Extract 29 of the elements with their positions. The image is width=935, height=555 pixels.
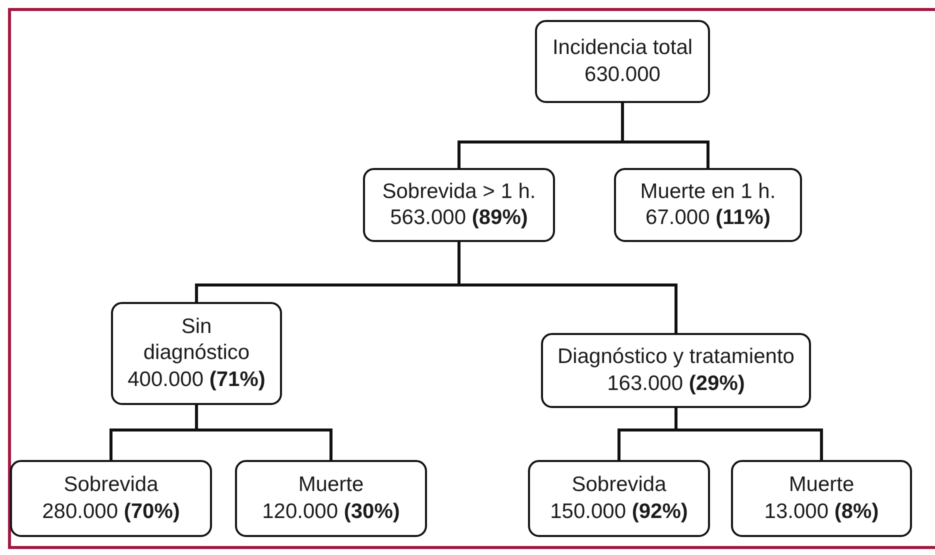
node-text: 163.000 (29%) bbox=[607, 370, 745, 396]
node-text: 400.000 (71%) bbox=[128, 366, 266, 393]
node-text: Muerte bbox=[298, 472, 364, 498]
node-text: 120.000 (30%) bbox=[262, 498, 400, 524]
node-text: Diagnóstico y tratamiento bbox=[558, 344, 794, 370]
rounded-box bbox=[541, 333, 811, 408]
rounded-box bbox=[535, 20, 710, 103]
rounded-box bbox=[10, 460, 212, 537]
node-text: Sin diagnóstico bbox=[142, 314, 251, 366]
rounded-box bbox=[235, 460, 427, 537]
node-text: 563.000 (89%) bbox=[390, 205, 528, 231]
node-text: 630.000 bbox=[584, 62, 660, 88]
node-text: 280.000 (70%) bbox=[42, 498, 180, 524]
node-text: Muerte bbox=[788, 472, 854, 498]
node-text: Sobrevida > 1 h. bbox=[382, 178, 536, 205]
rounded-box bbox=[731, 460, 912, 537]
node-text: Sobrevida bbox=[572, 472, 666, 498]
connector-line bbox=[621, 103, 710, 168]
node-text: Incidencia total bbox=[552, 35, 693, 62]
node-text: 13.000 (8%) bbox=[764, 498, 879, 524]
rounded-box bbox=[528, 460, 710, 537]
connector-line bbox=[458, 242, 678, 333]
rounded-box bbox=[363, 168, 555, 242]
node-text: Muerte en 1 h. bbox=[640, 178, 776, 205]
rounded-box bbox=[614, 168, 802, 242]
node-text: 150.000 (92%) bbox=[550, 498, 688, 524]
rounded-box bbox=[111, 302, 282, 405]
node-text: Sobrevida bbox=[64, 472, 158, 498]
node-text: 67.000 (11%) bbox=[646, 205, 770, 231]
